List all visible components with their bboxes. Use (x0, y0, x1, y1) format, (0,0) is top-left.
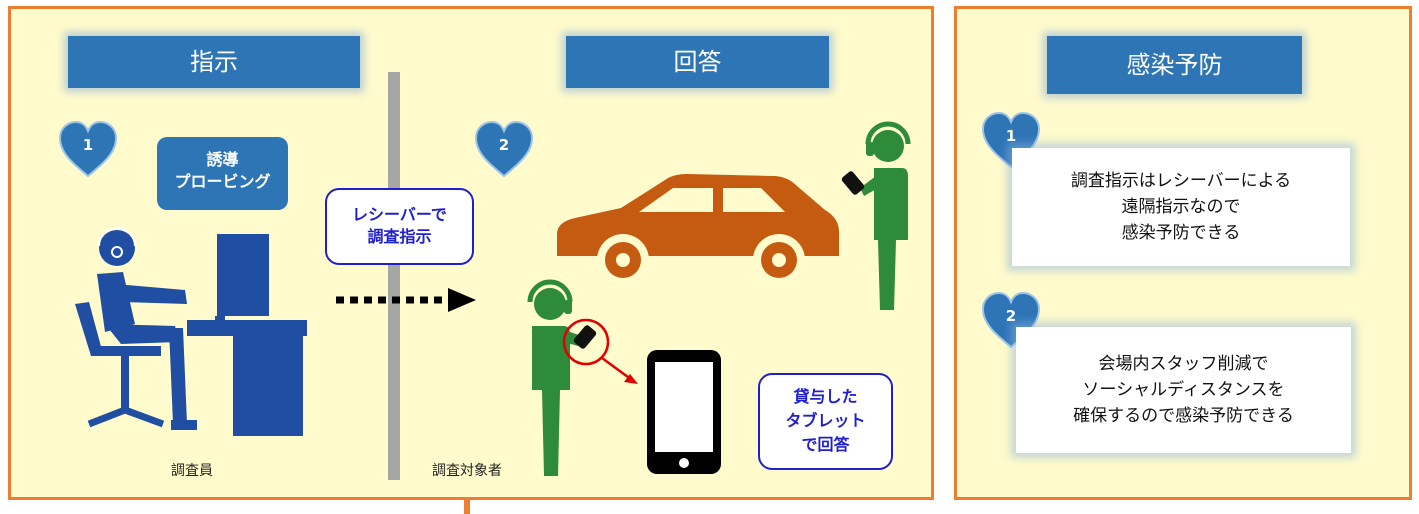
investigator-figure-icon (75, 227, 307, 436)
infection-prevention-header: 感染予防 (1047, 36, 1302, 94)
tablet-tag-line-2: タブレット (785, 411, 866, 430)
answer-header: 回答 (566, 36, 829, 88)
receiver-tag-line-1: レシーバーで (352, 205, 447, 224)
guide-probing-tag: 誘導 プロービング (157, 137, 288, 210)
step-2-number: 2 (498, 136, 510, 154)
car-icon (557, 174, 839, 286)
subject-person-right-icon (841, 121, 911, 310)
dotted-arrow-icon (336, 288, 476, 312)
tablet-tag-line-1: 貸与した (793, 387, 858, 406)
receiver-instruction-tag: レシーバーで 調査指示 (325, 188, 474, 265)
item-1-number: 1 (1005, 127, 1017, 145)
guide-tag-line-2: プロービング (174, 172, 271, 191)
tablet-tag-line-3: で回答 (801, 435, 850, 454)
item-2-line-2: ソーシャルディスタンスを (1082, 380, 1285, 400)
subject-person-left-icon (527, 279, 597, 476)
step-1-number: 1 (82, 136, 94, 154)
subject-label: 調査対象者 (432, 463, 502, 479)
step-2-heart-icon: 2 (474, 120, 534, 178)
guide-tag-line-1: 誘導 (206, 150, 239, 169)
tablet-icon (647, 350, 721, 474)
item-1-box: 調査指示はレシーバーによる 遠隔指示なので 感染予防できる (1012, 148, 1350, 266)
item-2-box: 会場内スタッフ削減で ソーシャルディスタンスを 確保するので感染予防できる (1016, 327, 1351, 453)
investigator-label: 調査員 (171, 463, 213, 479)
receiver-tag-line-2: 調査指示 (367, 227, 432, 246)
item-2-line-3: 確保するので感染予防できる (1073, 406, 1294, 426)
item-2-line-1: 会場内スタッフ削減で (1098, 354, 1269, 374)
divider-line (388, 72, 400, 480)
item-1-line-2: 遠隔指示なので (1121, 197, 1241, 217)
item-1-line-1: 調査指示はレシーバーによる (1070, 171, 1292, 191)
tablet-answer-tag: 貸与した タブレット で回答 (758, 373, 893, 470)
instruction-header: 指示 (68, 36, 360, 88)
panel-connector (464, 500, 470, 514)
item-1-line-3: 感染予防できる (1121, 223, 1241, 243)
item-2-number: 2 (1005, 307, 1017, 325)
step-1-heart-icon: 1 (58, 120, 118, 178)
zoom-highlight-icon (562, 318, 638, 384)
